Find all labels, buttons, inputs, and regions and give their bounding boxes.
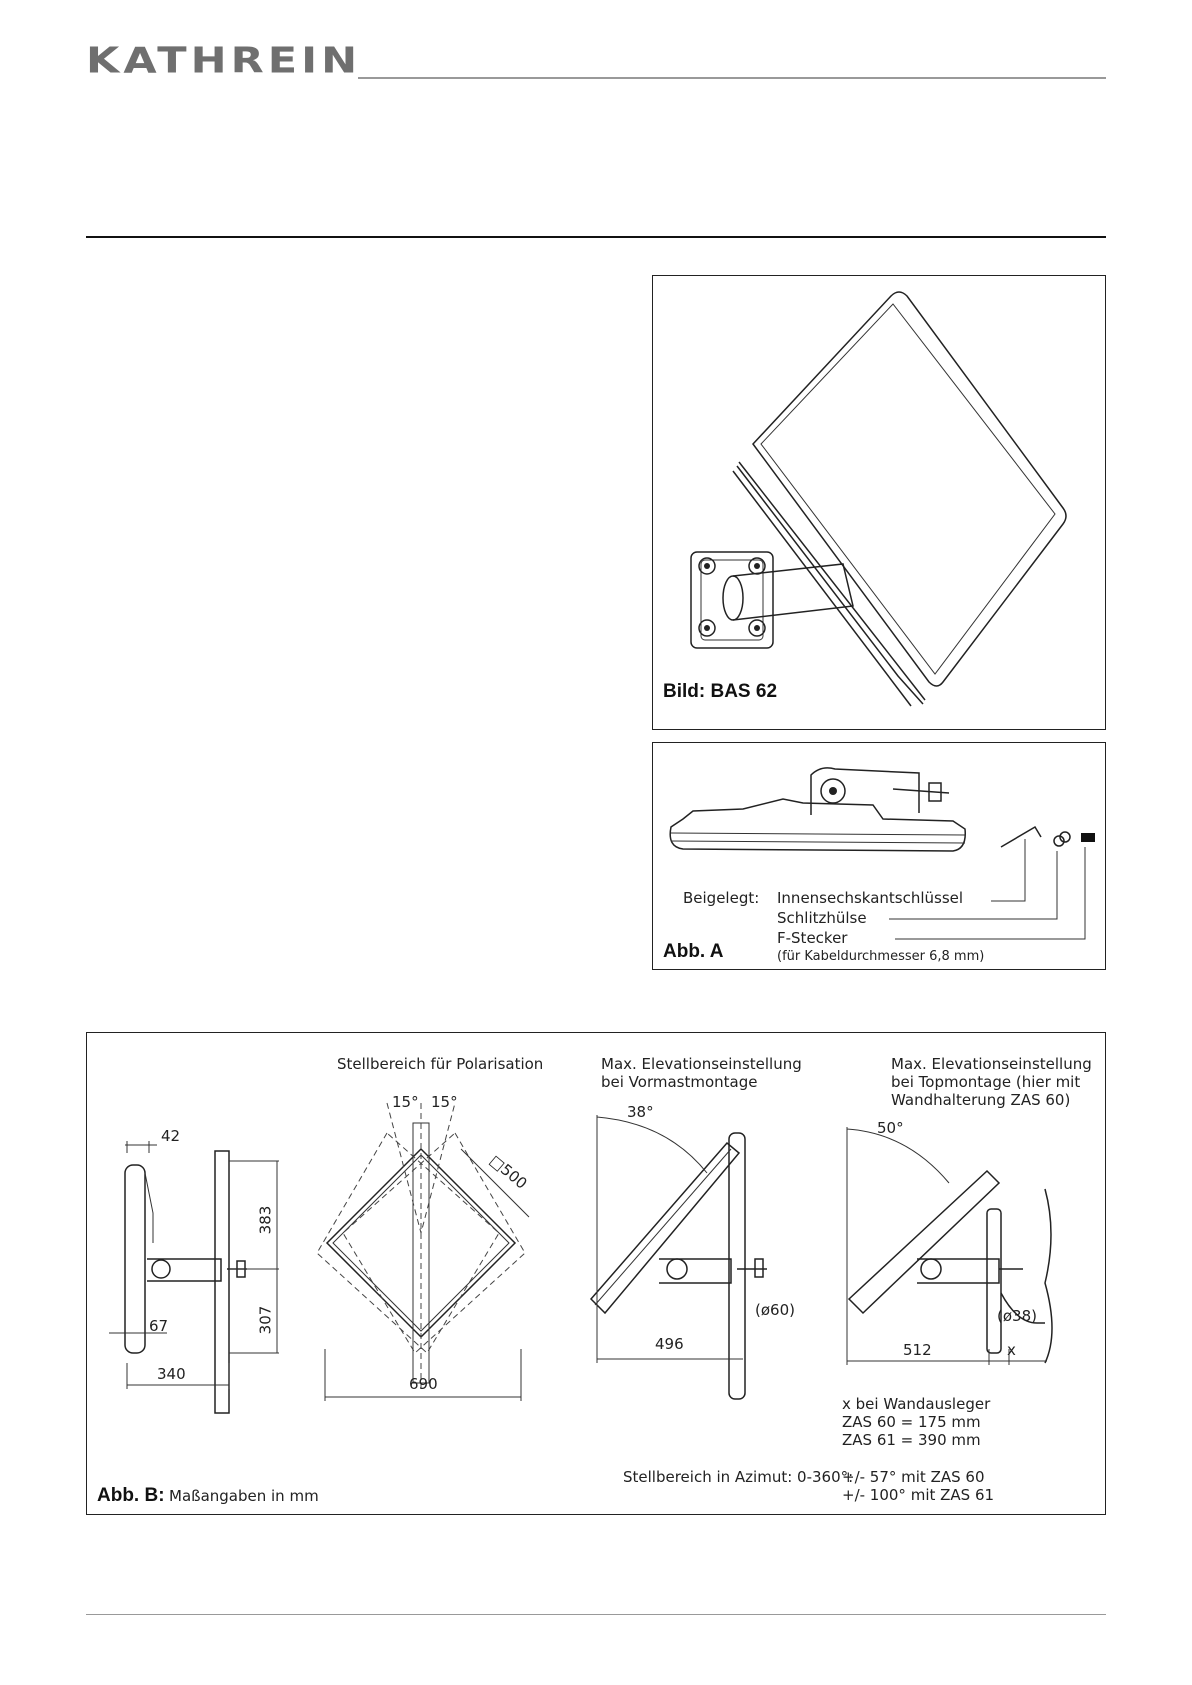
azimuth-zas60: +/- 57° mit ZAS 60 [842,1468,985,1486]
kathrein-logo: KATHREIN [86,40,362,82]
figure-caption-abb-b: Abb. B: Maßangaben in mm [97,1485,319,1507]
dimension-drawings [109,1102,1053,1414]
included-label: Beigelegt: [683,889,760,907]
top-mount-title-1: Max. Elevationseinstellung [891,1055,1092,1073]
figure-caption-bas62: Bild: BAS 62 [663,681,778,702]
figure-caption-abb-a: Abb. A [663,941,724,962]
side-view-drawing [109,1141,279,1414]
figure-bas62: Bild: BAS 62 [652,275,1106,730]
antenna-illustration [690,291,1067,707]
dim-x: x [1007,1341,1016,1359]
dim-340: 340 [157,1365,186,1383]
top-mount-title-2: bei Topmontage (hier mit [891,1073,1081,1091]
note-x-2: ZAS 60 = 175 mm [842,1413,981,1431]
caption-bold: Abb. B: [97,1485,165,1506]
diameter-38: (ø38) [997,1307,1037,1325]
dim-690: 690 [409,1375,438,1393]
dim-307: 307 [256,1305,275,1335]
note-x-1: x bei Wandausleger [842,1395,991,1413]
cable-diameter-note: (für Kabeldurchmesser 6,8 mm) [777,949,985,964]
dim-42: 42 [161,1127,181,1145]
polarisation-title: Stellbereich für Polarisation [337,1055,544,1073]
pre-mast-drawing [589,1115,767,1400]
figure-abb-a: Beigelegt: Innensechskantschlüssel Schli… [652,742,1106,970]
caption-text: Maßangaben in mm [169,1487,319,1505]
top-mount-drawing [846,1127,1053,1365]
polarisation-drawing [316,1102,530,1401]
figure-abb-b: 42 383 307 67 340 Stellbereich für Polar… [86,1032,1106,1515]
angle-38: 38° [627,1103,654,1121]
accessories-illustration [669,767,1095,940]
footer-rule [86,1614,1106,1615]
angle-left: 15° [392,1093,419,1111]
angle-right: 15° [431,1093,458,1111]
angle-50: 50° [877,1119,904,1137]
dim-383: 383 [256,1205,275,1235]
dim-496: 496 [655,1335,684,1353]
note-x-3: ZAS 61 = 390 mm [842,1431,981,1449]
dim-512: 512 [903,1341,932,1359]
header-rule [358,77,1106,79]
item-slotted-sleeve: Schlitzhülse [777,909,867,927]
pre-mast-title-2: bei Vormastmontage [601,1073,758,1091]
dim-67: 67 [149,1317,169,1335]
azimuth-label: Stellbereich in Azimut: 0-360°: [623,1468,854,1486]
item-f-connector: F-Stecker [777,929,848,947]
item-hex-key: Innensechskantschlüssel [777,889,964,907]
top-mount-title-3: Wandhalterung ZAS 60) [891,1091,1071,1109]
pre-mast-title-1: Max. Elevationseinstellung [601,1055,802,1073]
diameter-60: (ø60) [755,1301,795,1319]
azimuth-zas61: +/- 100° mit ZAS 61 [842,1486,995,1504]
section-rule [86,236,1106,238]
